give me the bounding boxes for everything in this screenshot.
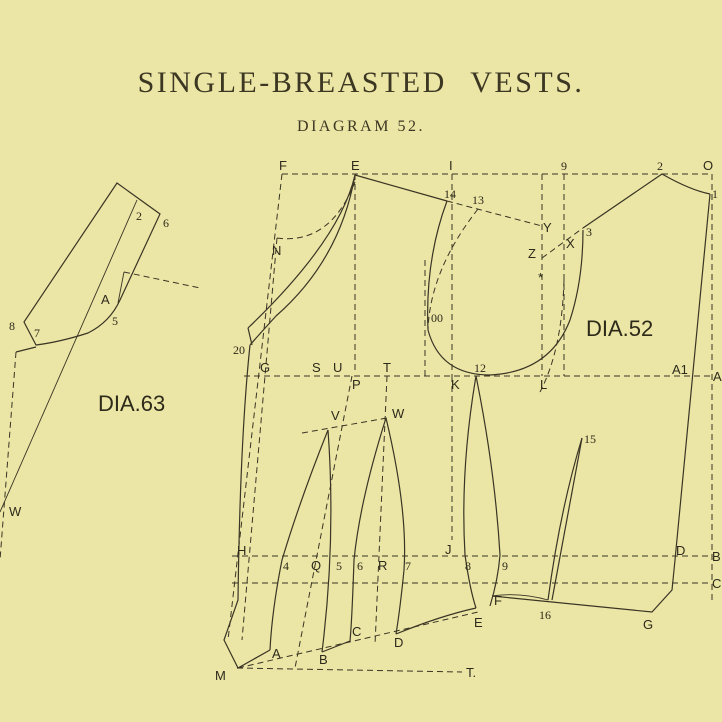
svg-text:9: 9 [561, 159, 567, 173]
svg-text:E: E [474, 615, 483, 630]
svg-text:00: 00 [431, 311, 443, 325]
svg-text:2: 2 [136, 209, 142, 223]
dia63-collar-piece: 2 6 A 5 8 7 W DIA.63 [0, 182, 201, 561]
svg-text:*: * [538, 270, 543, 285]
svg-text:A1: A1 [672, 362, 688, 377]
svg-text:13: 13 [472, 193, 484, 207]
svg-text:E: E [351, 158, 360, 173]
svg-text:6: 6 [357, 559, 363, 573]
svg-text:X: X [566, 236, 575, 251]
svg-text:15: 15 [584, 432, 596, 446]
svg-text:14: 14 [444, 187, 456, 201]
svg-text:R: R [378, 558, 387, 573]
svg-text:A: A [272, 646, 281, 661]
svg-text:12: 12 [474, 361, 486, 375]
svg-text:W: W [392, 406, 405, 421]
svg-text:7: 7 [34, 326, 40, 340]
svg-text:16: 16 [539, 608, 551, 622]
svg-text:4: 4 [283, 559, 289, 573]
svg-text:8: 8 [9, 319, 15, 333]
page-title: SINGLE-BREASTED VESTS. [137, 66, 585, 99]
svg-text:T: T [383, 360, 391, 375]
dia52-outlines [223, 173, 711, 669]
svg-text:N: N [272, 243, 281, 258]
svg-text:K: K [451, 377, 460, 392]
svg-text:G: G [643, 617, 653, 632]
svg-text:D: D [676, 543, 685, 558]
svg-text:5: 5 [112, 314, 118, 328]
dia52-label: DIA.52 [586, 316, 653, 341]
svg-text:A: A [101, 292, 110, 307]
svg-text:A: A [713, 369, 722, 384]
svg-text:2: 2 [657, 159, 663, 173]
svg-text:B: B [712, 549, 721, 564]
svg-text:20: 20 [233, 343, 245, 357]
dia52-labels: F E I 9 2 O 14 13 Y Z X 3 1 * N 00 20 G … [215, 158, 722, 683]
svg-text:B: B [319, 652, 328, 667]
svg-text:Y: Y [543, 220, 552, 235]
svg-text:M: M [215, 668, 226, 683]
svg-text:Q: Q [311, 558, 321, 573]
dia63-label: DIA.63 [98, 391, 165, 416]
svg-text:Z: Z [528, 246, 536, 261]
svg-text:W: W [9, 504, 22, 519]
svg-text:F: F [279, 158, 287, 173]
svg-text:1: 1 [712, 187, 718, 201]
svg-text:5: 5 [336, 559, 342, 573]
svg-text:I: I [449, 158, 453, 173]
svg-text:3: 3 [586, 225, 592, 239]
dia52-construction-lines [227, 173, 713, 673]
svg-text:O: O [703, 158, 713, 173]
svg-text:6: 6 [163, 216, 169, 230]
svg-text:8: 8 [465, 559, 471, 573]
svg-text:C: C [712, 576, 721, 591]
svg-text:T.: T. [466, 665, 476, 680]
svg-text:P: P [352, 377, 361, 392]
svg-text:D: D [394, 635, 403, 650]
svg-text:7: 7 [405, 559, 411, 573]
svg-text:F: F [494, 593, 502, 608]
svg-text:J: J [445, 542, 452, 557]
svg-text:S: S [312, 360, 321, 375]
diagram-subtitle: DIAGRAM 52. [297, 118, 425, 135]
svg-text:L: L [540, 377, 547, 392]
svg-text:C: C [352, 624, 361, 639]
svg-text:H: H [237, 543, 246, 558]
svg-text:U: U [333, 360, 342, 375]
svg-text:V: V [331, 408, 340, 423]
svg-text:9: 9 [502, 559, 508, 573]
svg-text:G: G [260, 360, 270, 375]
